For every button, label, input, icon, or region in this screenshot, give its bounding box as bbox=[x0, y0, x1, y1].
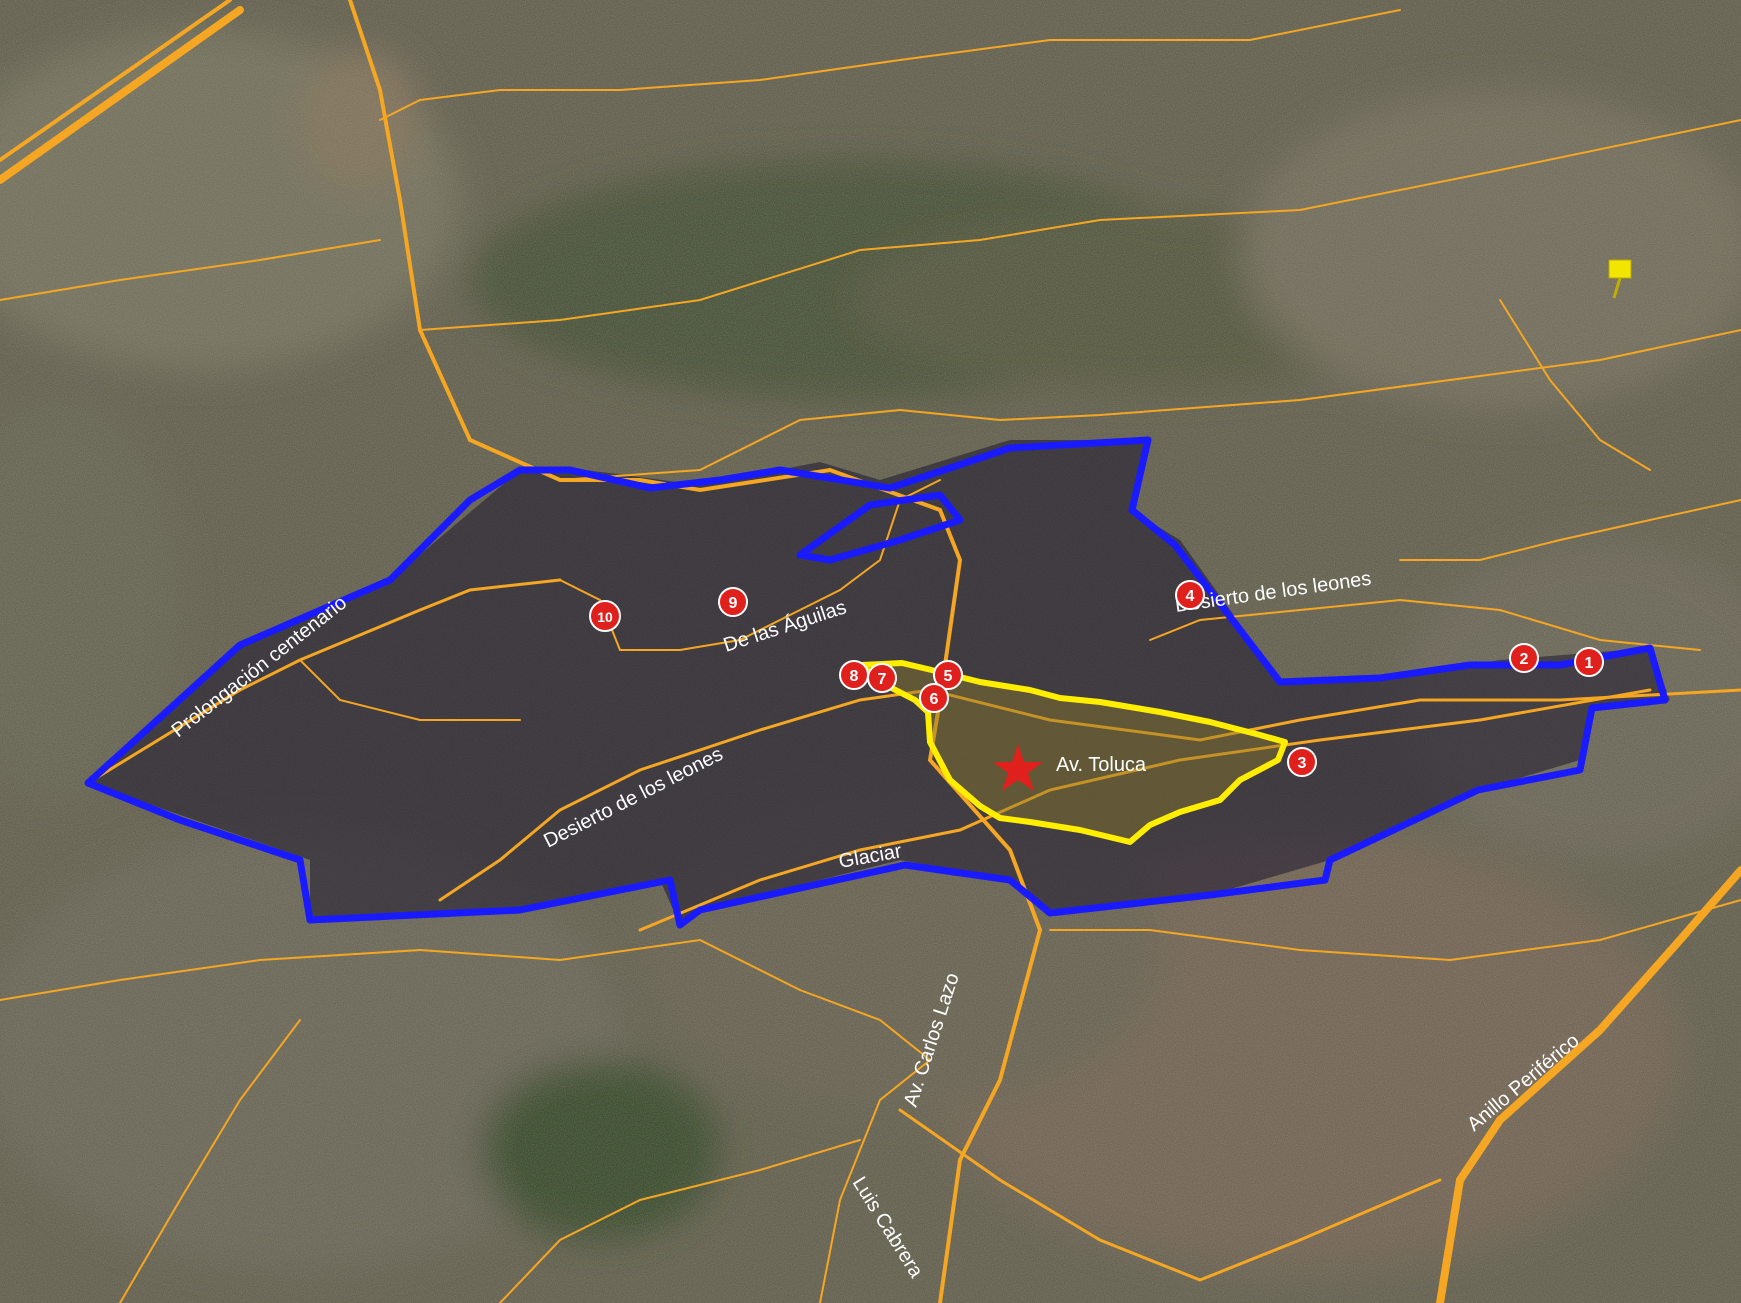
marker-2[interactable]: 2 bbox=[1509, 643, 1539, 673]
svg-text:7: 7 bbox=[878, 671, 887, 688]
star-marker bbox=[993, 744, 1043, 791]
svg-text:8: 8 bbox=[850, 668, 859, 685]
svg-text:5: 5 bbox=[944, 668, 953, 685]
marker-6[interactable]: 6 bbox=[919, 683, 949, 713]
svg-text:9: 9 bbox=[729, 595, 738, 612]
svg-text:6: 6 bbox=[930, 691, 939, 708]
focus-zone bbox=[859, 660, 1288, 845]
pushpin-icon bbox=[1608, 259, 1632, 299]
study-area-inner-loop bbox=[796, 491, 964, 564]
marker-9[interactable]: 9 bbox=[718, 587, 748, 617]
marker-5[interactable]: 5 bbox=[933, 660, 963, 690]
svg-text:10: 10 bbox=[597, 609, 613, 625]
marker-8[interactable]: 8 bbox=[839, 660, 869, 690]
svg-text:1: 1 bbox=[1585, 655, 1594, 672]
study-area-outline bbox=[84, 436, 1669, 929]
label-av-toluca: Av. Toluca bbox=[1056, 754, 1147, 776]
marker-3[interactable]: 3 bbox=[1287, 747, 1317, 777]
marker-10[interactable]: 10 bbox=[589, 600, 621, 632]
svg-text:4: 4 bbox=[1186, 588, 1195, 605]
marker-7[interactable]: 7 bbox=[867, 663, 897, 693]
svg-text:3: 3 bbox=[1298, 755, 1307, 772]
svg-text:2: 2 bbox=[1520, 651, 1529, 668]
marker-1[interactable]: 1 bbox=[1574, 647, 1604, 677]
marker-4[interactable]: 4 bbox=[1175, 580, 1205, 610]
